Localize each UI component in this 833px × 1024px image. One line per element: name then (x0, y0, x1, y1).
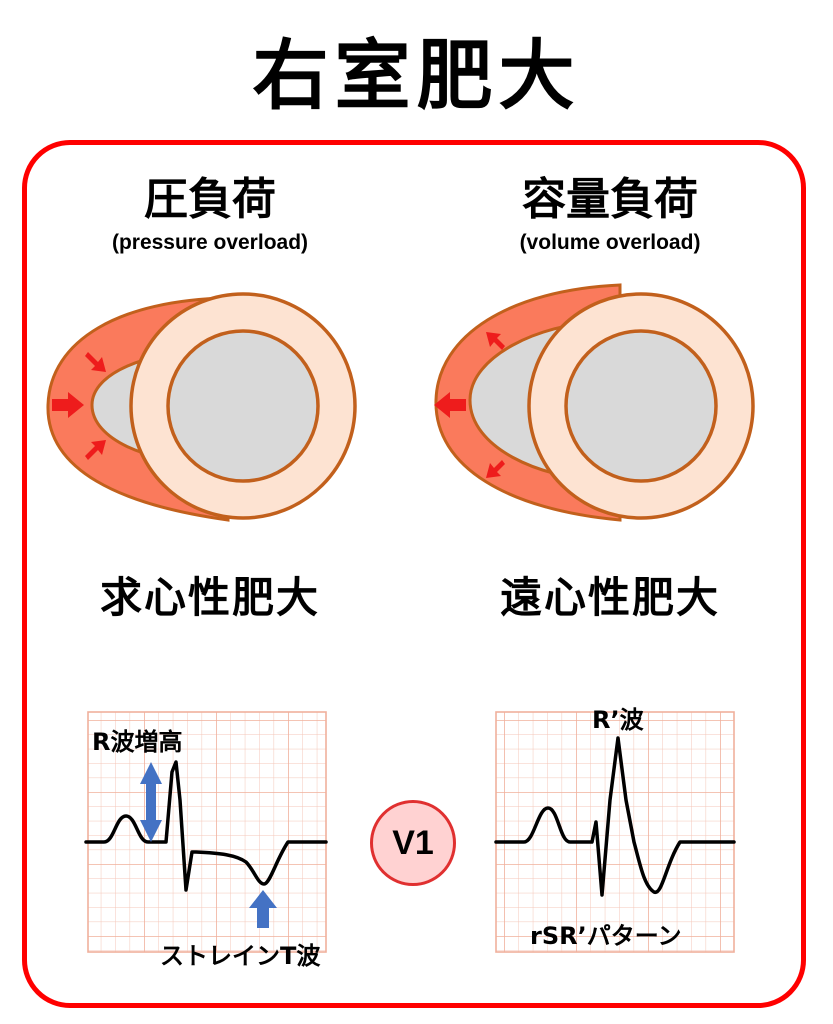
outward-arrow-icon (434, 332, 505, 478)
up-arrow-icon (249, 890, 277, 928)
r-prime-wave-label: R’波 (592, 706, 644, 734)
left-ecg-strip (84, 711, 328, 953)
right-subheading: (volume overload) (519, 231, 701, 254)
right-heart-illustration (434, 283, 755, 522)
double-arrow-icon (140, 762, 162, 842)
r-wave-label: R波増高 (92, 728, 183, 756)
right-ecg-strip (494, 711, 736, 953)
inward-arrow-icon (52, 352, 106, 460)
strain-t-wave-label: ストレインT波 (160, 942, 321, 970)
rsr-pattern-label: rSR’パターン (530, 922, 682, 950)
left-heading: 圧負荷 (144, 174, 276, 225)
left-subheading: (pressure overload) (111, 231, 309, 254)
right-hypertrophy-type: 遠心性肥大 (499, 573, 720, 622)
content-frame (22, 140, 806, 1008)
right-heading: 容量負荷 (522, 174, 698, 225)
page-title: 右室肥大 (252, 31, 581, 120)
left-heart-illustration (46, 292, 357, 522)
left-hypertrophy-type: 求心性肥大 (99, 573, 320, 622)
lead-badge: V1 (370, 800, 456, 886)
